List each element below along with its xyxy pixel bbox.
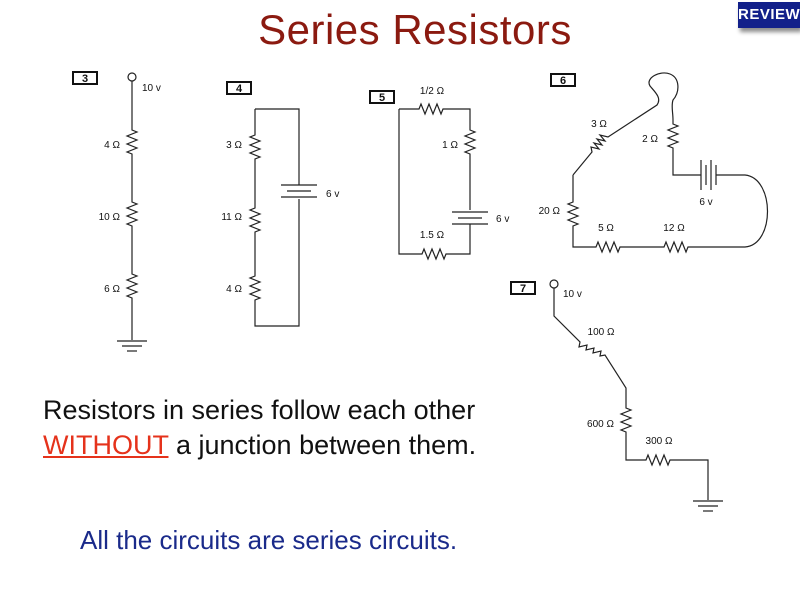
resistor-label: 1/2 Ω — [420, 86, 445, 97]
series-definition: Resistors in series follow each other WI… — [43, 393, 476, 463]
battery-icon — [700, 160, 717, 190]
circuit-6: 6 6 v 3 Ω 2 Ω 20 Ω 5 Ω 12 Ω — [539, 72, 769, 254]
battery-voltage-label: 6 v — [496, 214, 509, 225]
resistor-label: 5 Ω — [598, 223, 614, 234]
circuit-number: 4 — [236, 83, 243, 95]
circuit-4-wire — [248, 108, 300, 327]
circuit-5-wire — [398, 102, 477, 261]
circuit-number: 7 — [520, 283, 526, 295]
resistor-label: 2 Ω — [642, 134, 658, 145]
circuit-7: 7 10 v 100 Ω 600 Ω 300 Ω — [510, 279, 723, 512]
resistor-label: 10 Ω — [99, 212, 121, 223]
ground-icon — [117, 340, 147, 352]
circuit-number-box — [510, 281, 536, 295]
source-voltage-label: 10 v — [563, 289, 582, 300]
resistor-label: 4 Ω — [226, 284, 242, 295]
source-voltage-label: 10 v — [142, 83, 161, 94]
resistor-label: 12 Ω — [663, 223, 685, 234]
circuit-number: 6 — [560, 75, 566, 87]
circuit-number-box — [369, 90, 395, 104]
resistor-label: 1.5 Ω — [420, 230, 445, 241]
resistor-label: 4 Ω — [104, 140, 120, 151]
circuit-number: 5 — [379, 92, 385, 104]
circuit-3-wire — [125, 81, 139, 340]
circuit-3: 3 10 v 4 Ω 10 Ω 6 Ω — [72, 71, 161, 352]
resistor-label: 20 Ω — [539, 206, 561, 217]
definition-line-2: WITHOUT a junction between them. — [43, 428, 476, 463]
circuit-number-box — [550, 73, 576, 87]
review-badge: REVIEW — [738, 2, 800, 28]
circuit-7-wire — [553, 288, 709, 500]
resistor-label: 600 Ω — [587, 419, 614, 430]
battery-icon — [452, 211, 488, 225]
voltage-source-terminal-icon — [127, 72, 137, 82]
battery-voltage-label: 6 v — [699, 197, 712, 208]
definition-line-1: Resistors in series follow each other — [43, 395, 476, 425]
resistor-label: 11 Ω — [221, 212, 242, 223]
resistor-label: 6 Ω — [104, 284, 120, 295]
circuit-6-wire — [566, 72, 769, 254]
emphasis-without: WITHOUT — [43, 430, 169, 460]
voltage-source-terminal-icon — [549, 279, 559, 289]
circuit-number: 3 — [82, 73, 88, 85]
resistor-label: 3 Ω — [591, 119, 607, 130]
resistor-label: 3 Ω — [226, 140, 242, 151]
footer-note: All the circuits are series circuits. — [80, 525, 458, 555]
circuit-number-box — [226, 81, 252, 95]
circuit-number-box — [72, 71, 98, 85]
resistor-label: 300 Ω — [646, 436, 673, 447]
circuit-5: 5 6 v 1/2 Ω 1 Ω 1.5 Ω — [369, 86, 509, 261]
circuit-4: 4 6 v 3 Ω 11 Ω 4 Ω — [221, 81, 339, 327]
resistor-label: 1 Ω — [442, 140, 458, 151]
battery-voltage-label: 6 v — [326, 189, 339, 200]
ground-icon — [693, 500, 723, 512]
resistor-label: 100 Ω — [588, 327, 615, 338]
definition-line-2-rest: a junction between them. — [168, 430, 477, 460]
slide-title: Series Resistors — [258, 6, 572, 53]
battery-icon — [281, 184, 317, 198]
